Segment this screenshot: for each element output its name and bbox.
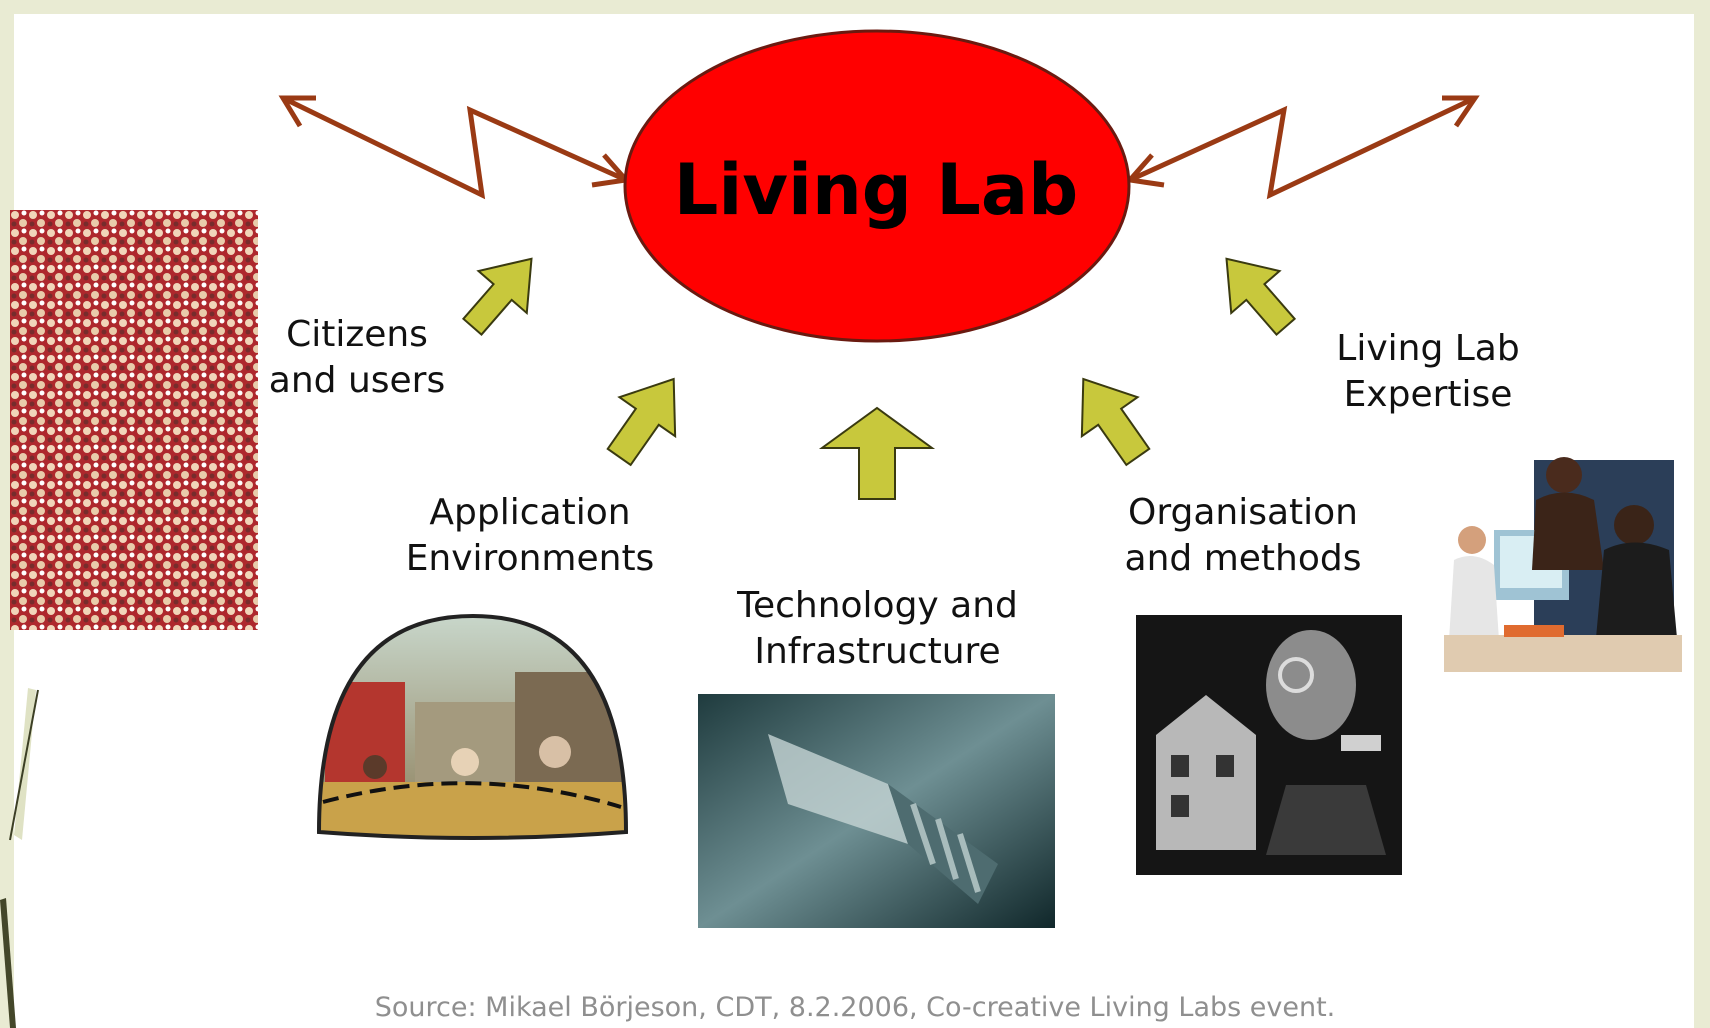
arrow-application [606, 377, 677, 467]
network-cable-photo [698, 694, 1055, 928]
node-citizens-line2: and users [268, 360, 446, 401]
arrowhead-right-outer [1442, 95, 1480, 128]
node-expertise: Living Lab Expertise [1318, 326, 1538, 418]
node-technology: Technology and Infrastructure [725, 583, 1030, 675]
arrow-organisation [1080, 377, 1151, 467]
center-title: Living Lab [673, 149, 1079, 231]
arrow-expertise [1225, 257, 1297, 336]
right-zigzag-arrow [1128, 95, 1477, 200]
left-zigzag-arrow [281, 95, 628, 200]
node-technology-line2: Infrastructure [754, 631, 1001, 672]
node-application-line1: Application [429, 492, 631, 533]
node-application: Application Environments [390, 490, 670, 582]
node-organisation: Organisation and methods [1118, 490, 1368, 582]
node-organisation-line1: Organisation [1127, 492, 1358, 533]
arrow-technology [818, 406, 936, 500]
arrow-citizens [461, 257, 533, 336]
node-expertise-line2: Expertise [1343, 374, 1513, 415]
node-citizens: Citizens and users [262, 312, 452, 404]
node-application-line2: Environments [405, 538, 655, 579]
arrowhead-left-outer [278, 95, 316, 128]
node-technology-line1: Technology and [737, 585, 1018, 626]
node-expertise-line1: Living Lab [1336, 328, 1520, 369]
office-team-photo [1444, 440, 1682, 672]
node-organisation-line2: and methods [1124, 538, 1362, 579]
craftsman-photo [1136, 615, 1402, 875]
crowd-photo [10, 210, 258, 630]
node-citizens-line1: Citizens [286, 314, 428, 355]
source-caption: Source: Mikael Börjeson, CDT, 8.2.2006, … [374, 992, 1336, 1023]
street-dome-photo [316, 613, 629, 840]
